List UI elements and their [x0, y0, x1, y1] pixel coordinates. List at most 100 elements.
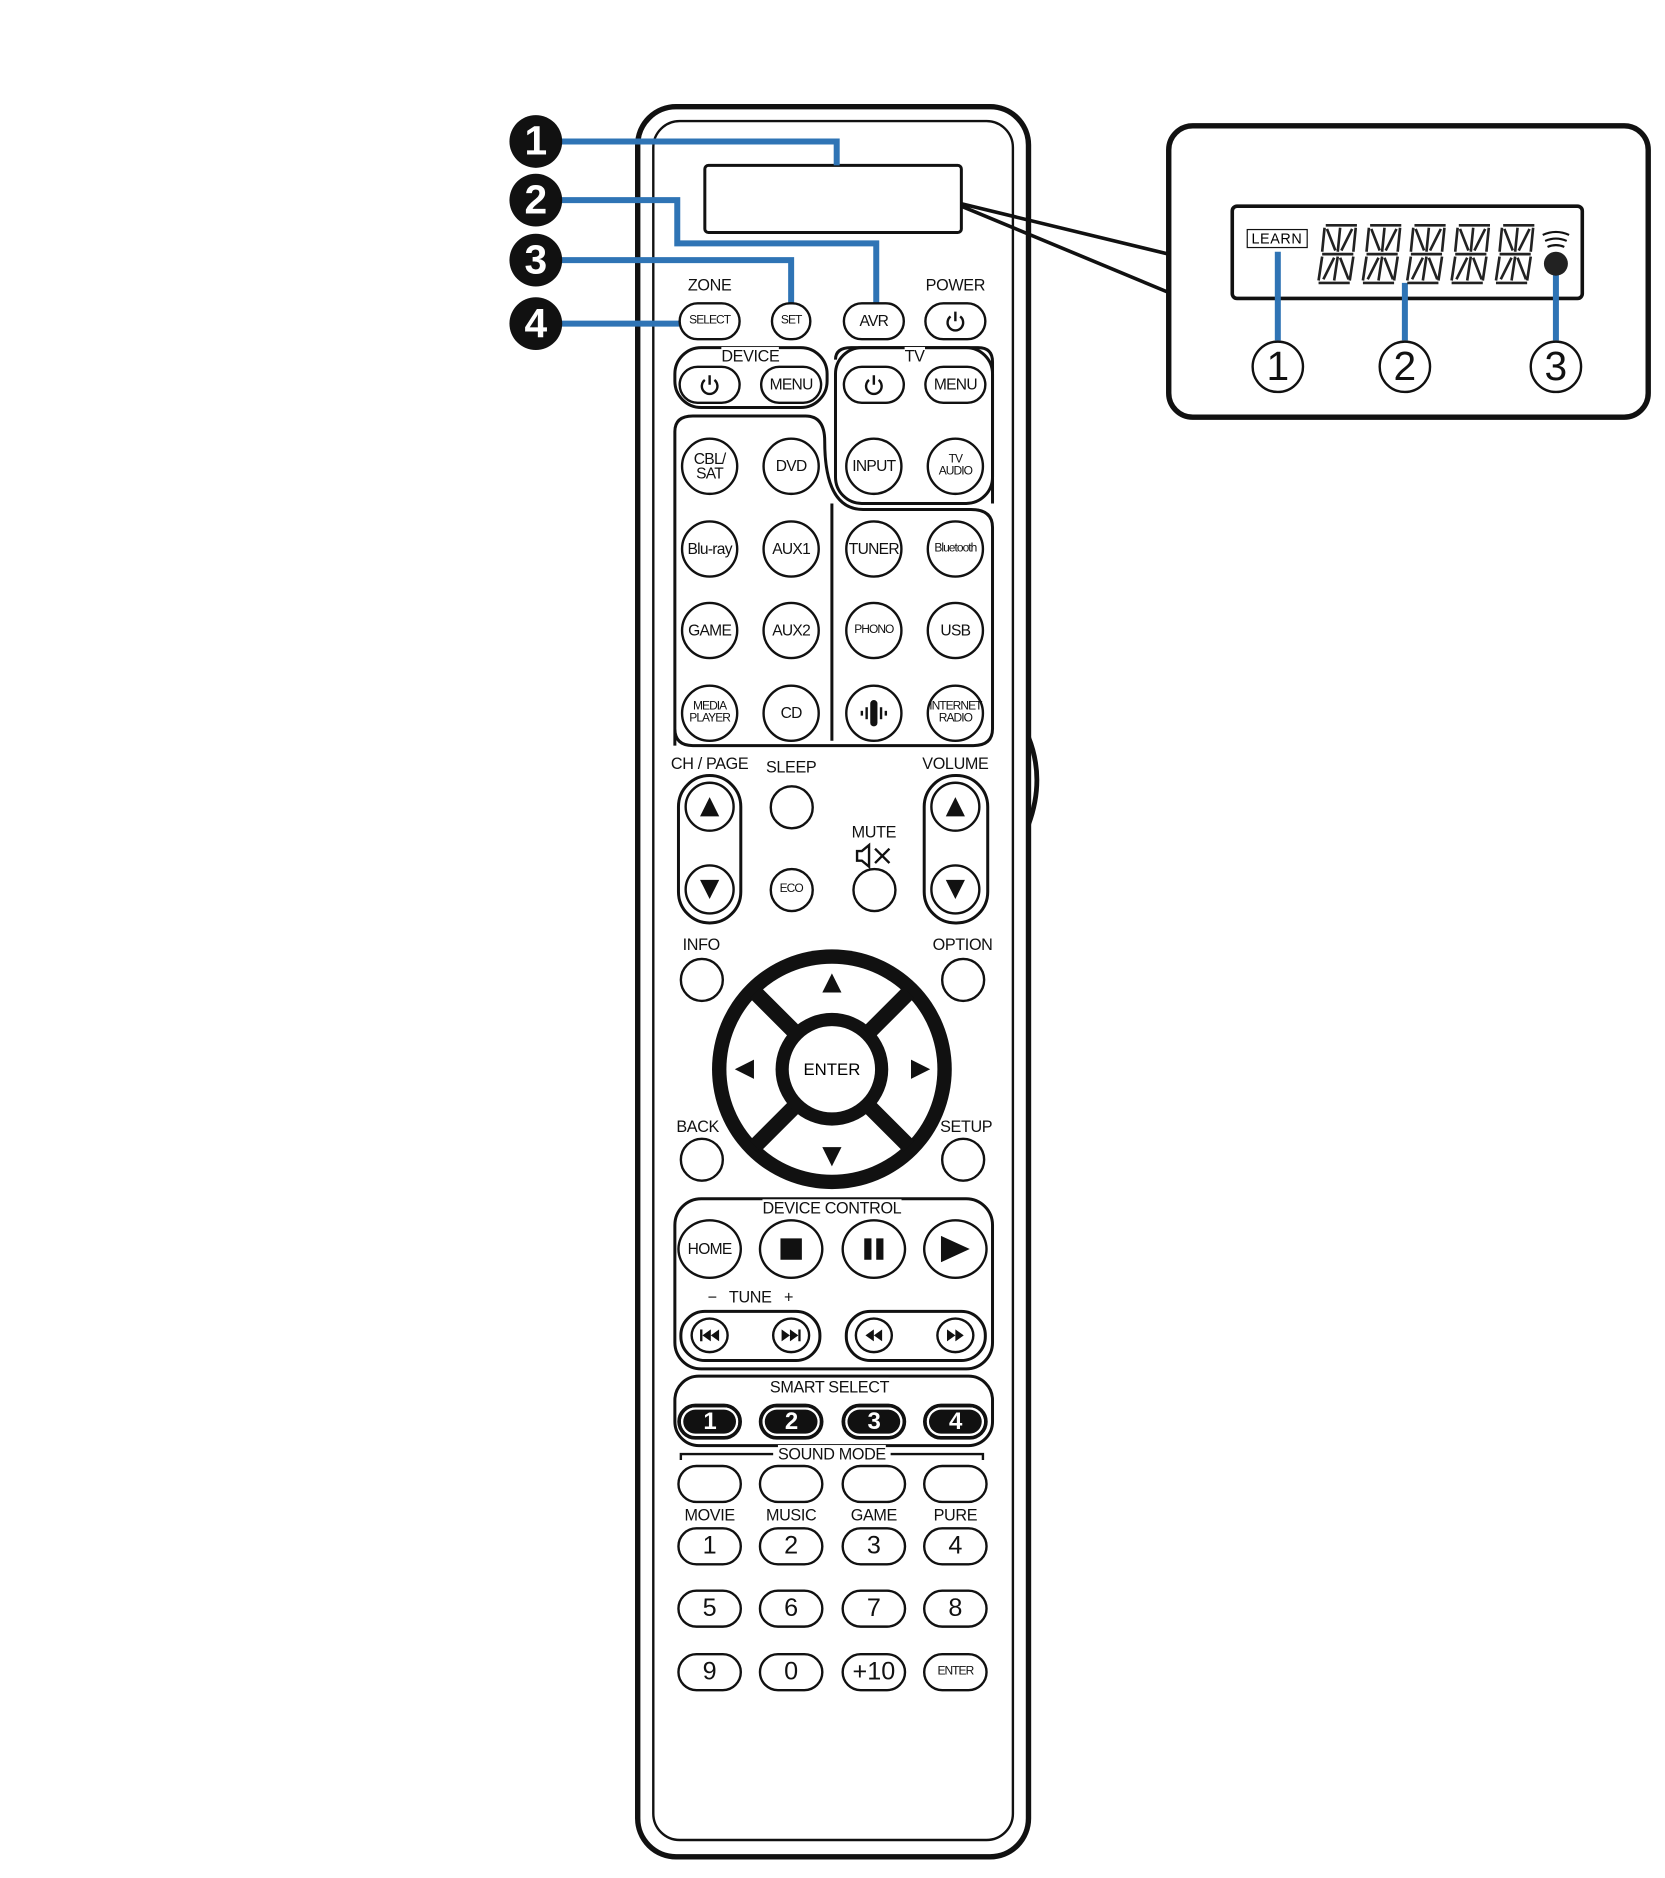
- num-9-label: 9: [702, 1657, 717, 1686]
- arrow-left-icon: [734, 1059, 754, 1079]
- phono-button[interactable]: PHONO: [845, 601, 903, 660]
- bluetooth-label: Bluetooth: [934, 541, 977, 555]
- tv-power-button[interactable]: [842, 365, 906, 404]
- dpad-right-button[interactable]: [897, 1045, 945, 1093]
- skip-fwd-button[interactable]: [771, 1317, 811, 1354]
- device-control-label: DEVICE CONTROL: [762, 1199, 902, 1218]
- back-label: BACK: [676, 1117, 719, 1136]
- option-label: OPTION: [932, 935, 993, 954]
- arrow-up-icon: [822, 973, 842, 993]
- smart-select-label: SMART SELECT: [769, 1377, 890, 1396]
- avr-button[interactable]: AVR: [842, 302, 906, 341]
- game-src-button[interactable]: GAME: [680, 601, 739, 660]
- down-icon: [945, 879, 967, 901]
- power-label: POWER: [925, 276, 986, 295]
- lcd-segment-digits: [1317, 224, 1535, 285]
- sleep-button[interactable]: [768, 784, 814, 829]
- option-button[interactable]: [940, 957, 985, 1002]
- smart-1-button[interactable]: 1: [677, 1403, 742, 1440]
- sound-game-button[interactable]: [841, 1464, 907, 1504]
- num-1-button[interactable]: 1: [677, 1527, 742, 1566]
- usb-button[interactable]: USB: [926, 601, 985, 660]
- smart-2-button[interactable]: 2: [758, 1403, 824, 1440]
- dpad[interactable]: [712, 949, 952, 1190]
- avr-label: AVR: [859, 311, 889, 330]
- device-power-button[interactable]: [678, 365, 741, 404]
- skip-back-button[interactable]: [690, 1317, 729, 1354]
- sound-music-button[interactable]: [758, 1464, 824, 1504]
- heos-icon: [858, 698, 889, 729]
- tv-menu-button[interactable]: MENU: [924, 365, 987, 404]
- num-0-button[interactable]: 0: [758, 1653, 824, 1692]
- dvd-button[interactable]: DVD: [762, 437, 820, 496]
- ch-up-button[interactable]: [684, 781, 735, 832]
- callout-3: 3: [509, 233, 563, 287]
- dpad-down-button[interactable]: [808, 1133, 856, 1181]
- num-enter-label: ENTER: [937, 1664, 974, 1679]
- home-button[interactable]: HOME: [677, 1219, 742, 1280]
- sound-pure-button[interactable]: [922, 1464, 988, 1504]
- ch-down-button[interactable]: [684, 864, 735, 915]
- smart-3-button[interactable]: 3: [841, 1403, 907, 1440]
- device-menu-button[interactable]: MENU: [759, 365, 823, 404]
- zone-label: ZONE: [687, 276, 732, 295]
- num-enter-button[interactable]: ENTER: [922, 1653, 988, 1692]
- num-5-button[interactable]: 5: [677, 1589, 742, 1628]
- rewind-button[interactable]: [854, 1317, 894, 1354]
- num-4-button[interactable]: 4: [922, 1527, 988, 1566]
- dpad-left-button[interactable]: [720, 1045, 768, 1093]
- power-button[interactable]: [924, 302, 987, 341]
- stop-button[interactable]: [758, 1219, 824, 1280]
- num-6-button[interactable]: 6: [758, 1589, 824, 1628]
- num-plus10-button[interactable]: +10: [841, 1653, 907, 1692]
- tv-audio-button[interactable]: TV AUDIO: [926, 437, 985, 496]
- callout-4: 4: [509, 297, 563, 351]
- enter-button[interactable]: ENTER: [803, 1059, 861, 1079]
- fast-forward-button[interactable]: [936, 1317, 975, 1354]
- lcd-digit: [1317, 224, 1358, 285]
- num-8-button[interactable]: 8: [922, 1589, 988, 1628]
- tv-audio-label: TV AUDIO: [938, 453, 973, 479]
- smart-4-label: 4: [949, 1408, 962, 1435]
- vol-down-button[interactable]: [930, 864, 981, 915]
- smart-4-button[interactable]: 4: [922, 1403, 988, 1440]
- fast-forward-icon: [946, 1329, 964, 1342]
- media-player-button[interactable]: MEDIA PLAYER: [680, 684, 739, 742]
- num-7-button[interactable]: 7: [841, 1589, 907, 1628]
- aux1-button[interactable]: AUX1: [762, 520, 820, 578]
- music-label: MUSIC: [765, 1506, 817, 1525]
- setup-button[interactable]: [940, 1136, 985, 1182]
- num-3-button[interactable]: 3: [841, 1527, 907, 1566]
- heos-button[interactable]: [845, 684, 903, 742]
- info-button[interactable]: [679, 957, 724, 1002]
- vol-up-button[interactable]: [930, 781, 981, 832]
- internet-radio-button[interactable]: INTERNET RADIO: [926, 684, 985, 742]
- num-3-label: 3: [866, 1531, 881, 1560]
- bluray-button[interactable]: Blu-ray: [680, 520, 739, 578]
- play-button[interactable]: [922, 1219, 988, 1280]
- tuner-label: TUNER: [848, 539, 900, 558]
- set-button[interactable]: SET: [770, 302, 812, 341]
- aux2-button[interactable]: AUX2: [762, 601, 820, 660]
- mute-button[interactable]: [851, 867, 897, 912]
- dpad-up-button[interactable]: [808, 959, 856, 1007]
- tv-input-button[interactable]: INPUT: [845, 437, 903, 496]
- tuner-button[interactable]: TUNER: [845, 520, 903, 578]
- aux2-label: AUX2: [772, 620, 811, 639]
- lcd-learn-indicator: LEARN: [1246, 228, 1308, 249]
- num-2-button[interactable]: 2: [758, 1527, 824, 1566]
- cbl-sat-button[interactable]: CBL/ SAT: [680, 437, 739, 496]
- smart-3-label: 3: [867, 1408, 881, 1435]
- num-5-label: 5: [702, 1594, 717, 1622]
- zone-select-button[interactable]: SELECT: [678, 302, 741, 341]
- sound-movie-button[interactable]: [677, 1464, 742, 1504]
- eco-button[interactable]: ECO: [768, 867, 814, 912]
- back-button[interactable]: [679, 1136, 724, 1182]
- sound-mode-label: SOUND MODE: [777, 1445, 886, 1464]
- tv-input-label: INPUT: [852, 456, 896, 475]
- num-9-button[interactable]: 9: [677, 1653, 742, 1692]
- pause-button[interactable]: [841, 1219, 907, 1280]
- cd-button[interactable]: CD: [762, 684, 820, 742]
- bluetooth-button[interactable]: Bluetooth: [926, 520, 985, 578]
